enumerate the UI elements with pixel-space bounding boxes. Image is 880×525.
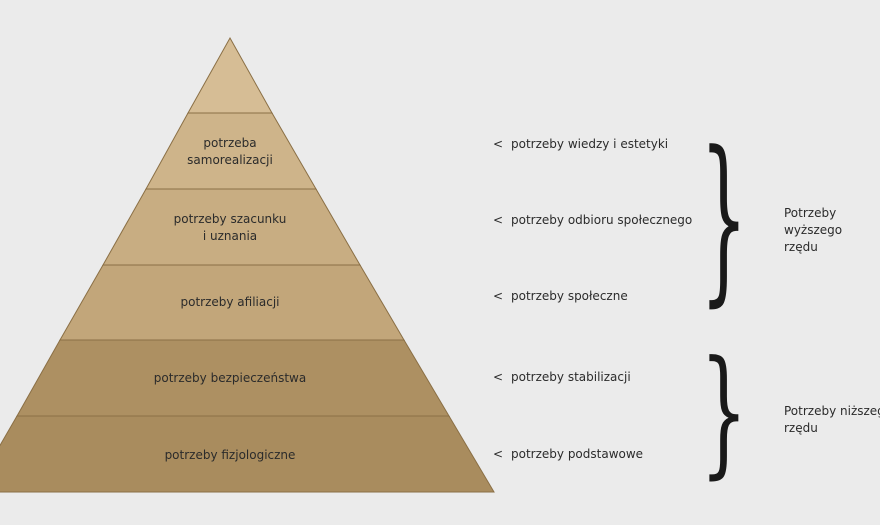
lower-needs-brace: } [700,332,748,494]
higher-needs-brace: } [700,115,748,325]
need-label: potrzeby społeczne [511,289,628,303]
chevron-left-icon: < [493,137,504,151]
need-row-basic: < potrzeby podstawowe [493,447,643,461]
needs-pyramid [0,36,495,493]
chevron-left-icon: < [493,213,504,227]
need-row-knowledge-aesthetics: < potrzeby wiedzy i estetyki [493,137,668,151]
need-label: potrzeby wiedzy i estetyki [511,137,669,151]
need-row-stabilization: < potrzeby stabilizacji [493,370,631,384]
chevron-left-icon: < [493,289,504,303]
chevron-left-icon: < [493,447,504,461]
pyramid-level-top [187,36,273,114]
lower-needs-label: Potrzeby niższego rzędu [784,404,880,435]
chevron-left-icon: < [493,370,504,384]
need-row-social: < potrzeby społeczne [493,289,628,303]
need-row-social-reception: < potrzeby odbioru społecznego [493,213,692,227]
need-label: potrzeby stabilizacji [511,370,631,384]
level-label-affiliation: potrzeby afiliacji [180,295,280,309]
need-label: potrzeby podstawowe [511,447,644,461]
level-label-safety: potrzeby bezpieczeństwa [153,371,307,385]
level-label-self-actualization: potrzeba samorealizacji [187,136,273,167]
level-label-physiological: potrzeby fizjologiczne [164,448,296,462]
level-label-esteem: potrzeby szacunku i uznania [173,212,287,243]
need-label: potrzeby odbioru społecznego [511,213,693,227]
higher-needs-label: Potrzeby wyższego rzędu [784,206,843,254]
pyramid-level-physiological [0,415,495,493]
